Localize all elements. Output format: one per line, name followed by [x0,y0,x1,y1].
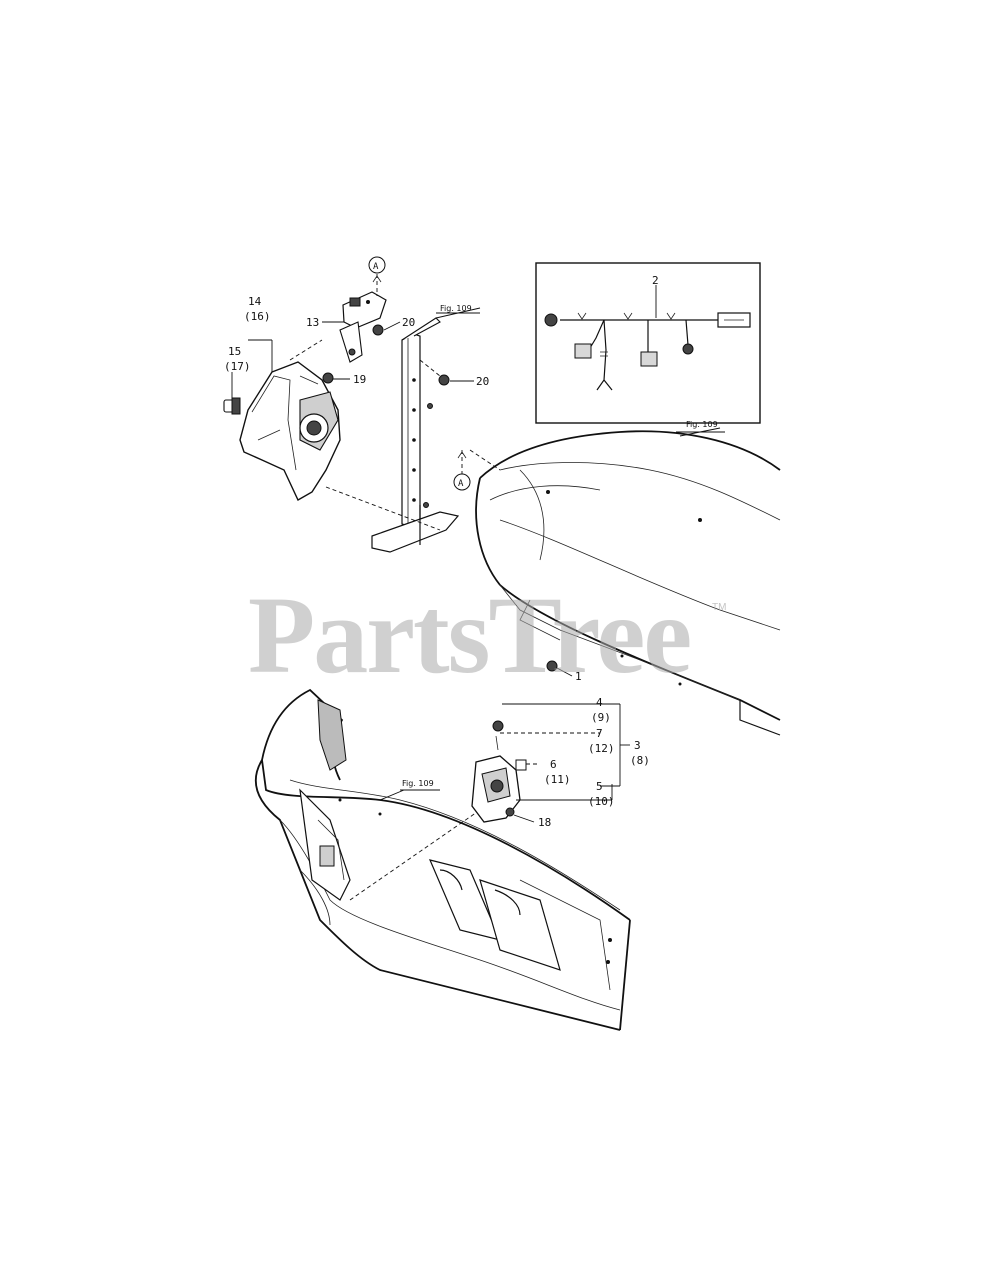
headlight-bracket: 13 [306,291,387,363]
fender-panel: Fig. 109 [254,688,631,1031]
fig-ref-hood: Fig. 109 [686,420,718,429]
callout-7-sub: (12) [588,742,615,755]
callout-5-sub: (10) [588,795,615,808]
callout-5: 5 [596,780,603,793]
callout-20-upper: 20 [402,316,415,329]
marker-a-upper: A [368,256,386,296]
callout-14: 14 [248,295,262,308]
callout-6-sub: (11) [544,773,571,786]
callout-4: 4 [596,696,603,709]
callout-18: 18 [538,816,551,829]
hood-panel: Fig. 109 [475,420,781,736]
callout-15-sub: (17) [224,360,251,373]
callout-7: 7 [596,727,603,740]
marker-a-upper-text: A [373,262,379,272]
callout-4-sub: (9) [591,711,611,724]
headlight-assembly: 14 (16) [239,295,441,531]
callout-13: 13 [306,316,319,329]
callout-19: 19 [353,373,366,386]
screw-20-upper: 20 [372,316,415,336]
callout-15: 15 [228,345,241,358]
tail-lamp-assembly: 4 (9) 7 (12) 3 (8) 6 (11) 5 (10) 18 [471,696,650,829]
callout-3-sub: (8) [630,754,650,767]
fig-ref-top: Fig. 109 [440,304,472,313]
fig-ref-lower: Fig. 109 [402,779,434,788]
marker-a-lower: A [453,449,501,491]
watermark-trademark: TM [712,602,727,613]
bulb-15: 15 (17) [223,345,251,415]
front-stay-bracket: Fig. 109 [371,304,481,553]
callout-2: 2 [652,274,659,287]
callout-3: 3 [634,739,641,752]
callout-6: 6 [550,758,557,771]
callout-1: 1 [575,670,582,683]
callout-14-sub: (16) [244,310,271,323]
screw-19: 19 [322,372,366,386]
callout-20-right: 20 [476,375,489,388]
marker-a-lower-text: A [458,479,464,489]
screw-20-right: 20 [419,359,489,388]
wiring-harness-inset: 2 [535,262,761,424]
nut-1: 1 [546,660,582,683]
watermark: PartsTree [248,574,692,696]
